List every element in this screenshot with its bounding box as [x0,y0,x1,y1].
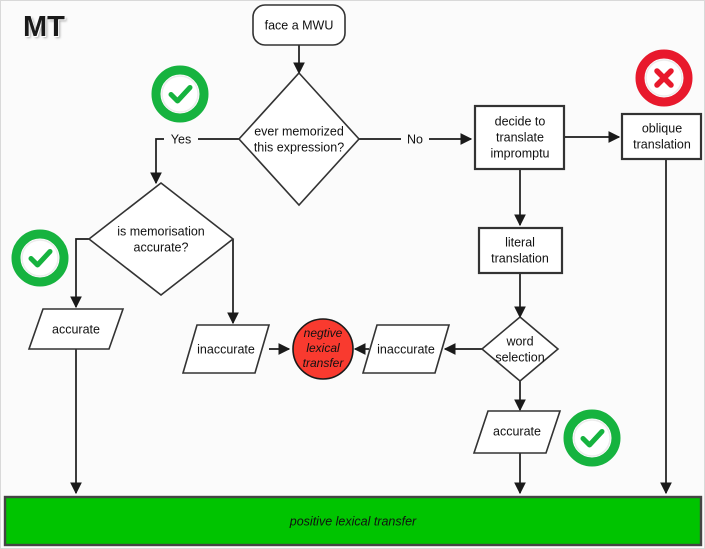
node-inaccurate-right-label: inaccurate [377,342,435,356]
node-oblique-line1: oblique [642,121,682,135]
no-label-backdrop [401,131,429,147]
edge-label-yes: Yes [171,132,191,146]
node-accurate-right-label: accurate [493,424,541,438]
node-literal-translation[interactable]: literal translation [477,226,564,275]
check-badge-top-left [149,63,211,125]
node-decide-line1: decide to [495,114,546,128]
node-face-a-mwu[interactable]: face a MWU [252,4,346,46]
node-word-selection-line2: selection [495,350,544,364]
edge-q-memorisation-to-accurate [70,238,89,309]
node-inaccurate-right[interactable]: inaccurate [361,324,451,374]
node-word-selection[interactable]: word selection [480,315,560,383]
check-badge-bottom-right [561,407,623,469]
node-oblique-translation[interactable]: oblique translation [620,112,703,161]
node-ever-memorized-line1: ever memorized [254,124,344,138]
node-oblique-line2: translation [633,137,691,151]
node-decide-line3: impromptu [490,146,549,160]
node-is-memorisation-accurate[interactable]: is memorisation accurate? [87,181,235,297]
node-inaccurate-left-label: inaccurate [197,342,255,356]
node-negative-line1: negtive [304,326,343,340]
node-accurate-left[interactable]: accurate [27,308,125,350]
node-is-memorisation-line1: is memorisation [117,224,205,238]
node-decide-line2: translate [496,130,544,144]
edge-q-memorized-yes [150,138,239,185]
node-ever-memorized-line2: this expression? [254,140,344,154]
node-inaccurate-left[interactable]: inaccurate [181,324,271,374]
node-negative-lexical-transfer[interactable]: negtive lexical transfer [292,318,354,380]
node-word-selection-line1: word [505,334,533,348]
node-negative-line3: transfer [303,356,345,370]
check-badge-mid-left [9,227,71,289]
cross-badge-top-right [633,47,695,109]
node-positive-transfer-label: positive lexical transfer [289,514,417,528]
node-negative-line2: lexical [306,341,340,355]
node-decide-to-translate-impromptu[interactable]: decide to translate impromptu [473,104,566,171]
node-positive-lexical-transfer[interactable]: positive lexical transfer [3,495,703,547]
node-is-memorisation-line2: accurate? [134,240,189,254]
node-ever-memorized[interactable]: ever memorized this expression? [237,71,361,207]
node-accurate-right[interactable]: accurate [472,410,562,454]
node-accurate-left-label: accurate [52,322,100,336]
node-literal-line2: translation [491,251,549,265]
figure-label-mt: MT [23,11,65,43]
node-face-a-mwu-label: face a MWU [265,18,334,32]
node-literal-line1: literal [505,235,535,249]
yes-label-backdrop [164,131,198,147]
edge-label-no: No [407,132,423,146]
